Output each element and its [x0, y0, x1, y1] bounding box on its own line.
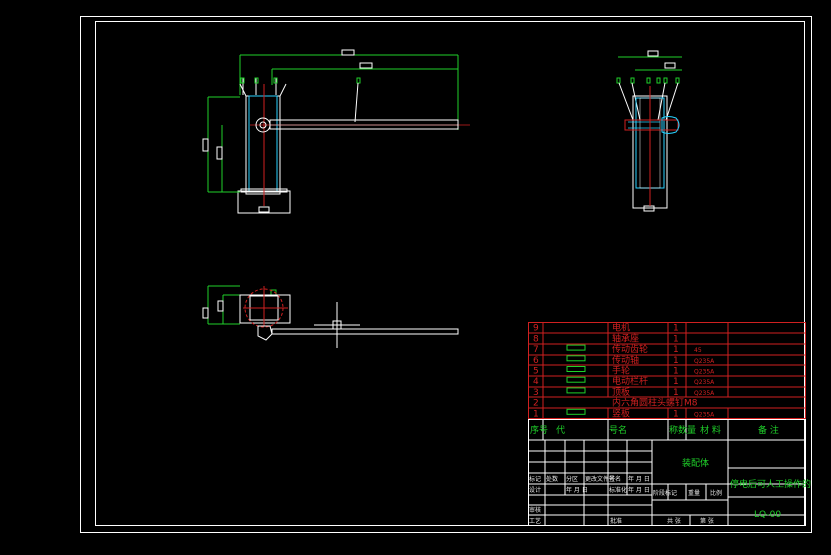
bom-row-no: 1 — [533, 409, 539, 419]
tb-sheet: 第 张 — [700, 517, 714, 525]
bom-row-material: Q235A — [694, 369, 715, 376]
bom-row-name: 顶板 — [612, 386, 630, 398]
bom-row-qty: 1 — [673, 345, 679, 355]
bom-row-no: 9 — [533, 324, 539, 334]
bom-row-qty: 1 — [673, 334, 679, 344]
bom-row-no: 5 — [533, 367, 539, 377]
bom-row-no: 3 — [533, 388, 539, 398]
tb-sign: 签名 — [609, 475, 621, 483]
bom-row-code-box — [566, 387, 586, 394]
bom-row-material: Q235A — [694, 411, 715, 418]
bom-row-qty: 1 — [673, 367, 679, 377]
bom-row-name: 电机 — [612, 322, 630, 334]
bom-header-seq: 序号 — [530, 424, 548, 436]
bom-row-no: 4 — [533, 377, 539, 387]
bom-row-qty: 1 — [673, 409, 679, 419]
bom-row-material: Q235A — [694, 390, 715, 397]
tb-count: 处数 — [546, 475, 558, 483]
bom-row-code-box — [566, 376, 586, 383]
bom-header-remark: 备 注 — [758, 424, 779, 436]
bom-header-name: 号名 — [609, 424, 627, 436]
bom-row-material: Q235A — [694, 379, 715, 386]
bom-row-qty: 1 — [673, 324, 679, 334]
tb-ymd2: 年 月 日 — [566, 486, 588, 494]
bom-row-qty: 1 — [673, 377, 679, 387]
bom-row-no: 7 — [533, 345, 539, 355]
tb-change-doc: 更改文件号 — [585, 475, 615, 483]
tb-std: 标准化 — [609, 486, 627, 494]
drawing-type: 装配体 — [682, 457, 709, 469]
drawing-title: 停电后可人工操作的 — [730, 478, 811, 490]
bom-row-name: 轴承座 — [612, 332, 639, 344]
bom-row-name: 电动栏杆 — [612, 375, 648, 387]
tb-design: 设计 — [529, 486, 541, 494]
bom-table — [528, 322, 806, 419]
bom-row-name: 手轮 — [612, 365, 630, 377]
bom-row-name: 竖板 — [612, 407, 630, 419]
tb-scale: 比例 — [710, 489, 722, 497]
bom-row-qty: 1 — [673, 388, 679, 398]
bom-row-code-box — [566, 355, 586, 362]
bom-row-no: 6 — [533, 356, 539, 366]
bom-row-material: Q235A — [694, 358, 715, 365]
bom-row-no: 2 — [533, 399, 539, 409]
bom-row-material: 45 — [694, 347, 702, 354]
title-block — [528, 419, 806, 526]
bom-row-name: 内六角圆柱头螺钉M8 — [612, 397, 698, 409]
tb-approve: 批准 — [610, 517, 622, 525]
bom-row-name: 传动轴 — [612, 354, 639, 366]
tb-total: 共 张 — [667, 517, 681, 525]
tb-stage-mark: 阶段标记 — [653, 489, 677, 497]
bom-row-qty: 1 — [673, 356, 679, 366]
side-view — [616, 50, 682, 212]
tb-mark: 标记 — [529, 475, 541, 483]
bom-row-name: 传动齿轮 — [612, 343, 648, 355]
bom-header-qty: 称数量 — [669, 424, 696, 436]
bom-header-material: 材 料 — [700, 424, 721, 436]
tb-review: 审核 — [529, 506, 541, 514]
tb-process: 工艺 — [529, 517, 541, 525]
bom-row-code-box — [566, 408, 586, 415]
drawing-number: LQ-00 — [754, 510, 781, 520]
outer-border — [80, 16, 812, 533]
bom-row-code-box — [566, 366, 586, 372]
inner-border — [95, 21, 805, 526]
bom-row-no: 8 — [533, 334, 539, 344]
bom-row-code-box — [566, 344, 586, 351]
tb-ymd: 年 月 日 — [628, 475, 650, 483]
tb-ymd3: 年 月 日 — [628, 486, 650, 494]
tb-weight: 重量 — [688, 489, 700, 497]
front-view — [202, 49, 470, 214]
top-view — [202, 285, 459, 348]
tb-zone: 分区 — [566, 475, 578, 483]
bom-header-code: 代 — [556, 425, 565, 436]
